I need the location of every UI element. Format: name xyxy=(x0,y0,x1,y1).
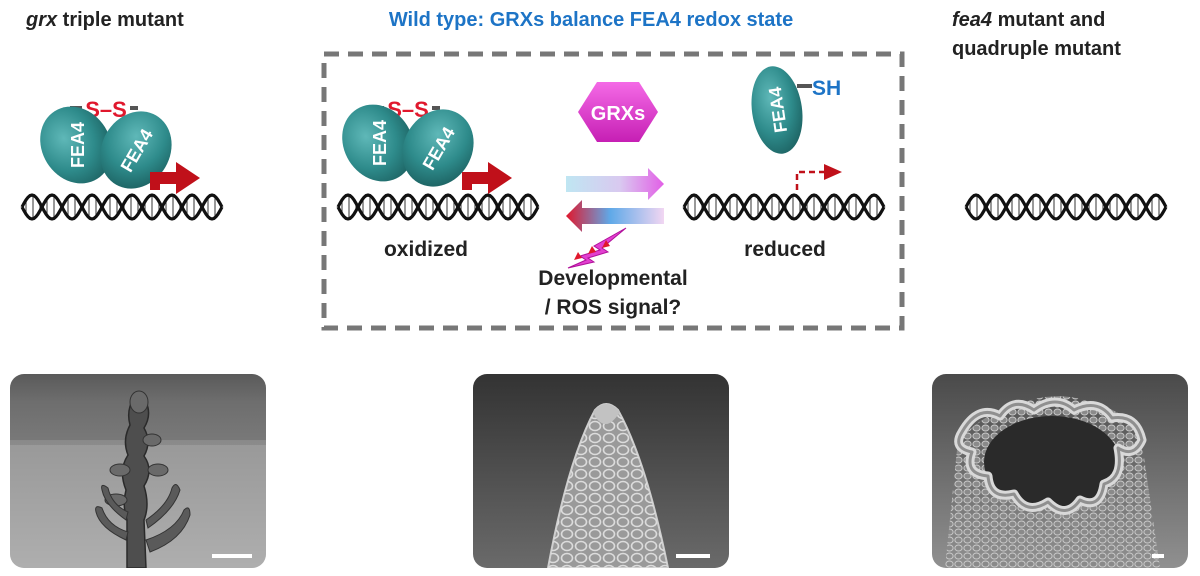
transcription-arrow-active-left xyxy=(150,162,200,194)
dna-helix-oxidized xyxy=(336,193,540,221)
wild-type-dashed-box xyxy=(321,51,905,331)
center-panel-title: Wild type: GRXs balance FEA4 redox state xyxy=(389,9,793,31)
scale-bar xyxy=(212,554,252,558)
dna-helix-reduced xyxy=(682,193,886,221)
sem-image-wild-type xyxy=(473,374,729,568)
oxidized-label: oxidized xyxy=(384,238,468,261)
fea4-dimer-left: S–S FEA4 FEA4 xyxy=(40,97,200,194)
transcription-arrow-active-oxidized xyxy=(462,162,512,194)
fea4-dimer-oxidized: S–S FEA4 FEA4 xyxy=(342,97,512,194)
reduced-label: reduced xyxy=(744,238,826,261)
grxs-label: GRXs xyxy=(591,103,645,125)
thiol-label: SH xyxy=(812,77,841,100)
dna-helix-left xyxy=(20,193,224,221)
fea4-monomer-reduced: FEA4 SH xyxy=(751,66,842,190)
signal-label-line1: Developmental xyxy=(538,267,687,290)
left-panel-title: grx triple mutant xyxy=(25,9,184,31)
fea4-label: FEA4 xyxy=(68,122,88,168)
right-panel-title-line1: fea4 mutant and xyxy=(952,9,1105,31)
dna-strand xyxy=(964,193,1168,221)
lightning-signal-icon xyxy=(567,227,627,269)
dna-helix-right xyxy=(964,193,1168,221)
scale-bar xyxy=(676,554,710,558)
fea4-label: FEA4 xyxy=(370,120,390,166)
right-panel-title-line2: quadruple mutant xyxy=(952,38,1121,60)
oxidation-arrow xyxy=(566,200,664,232)
grxs-enzyme: GRXs xyxy=(578,82,658,142)
dna-strand xyxy=(336,193,540,221)
reduction-arrow xyxy=(566,168,664,200)
scale-bar xyxy=(1152,554,1164,558)
signal-label-line2: / ROS signal? xyxy=(545,296,682,319)
dna-strand xyxy=(682,193,886,221)
sem-image-fea4-quadruple-mutant xyxy=(932,374,1188,568)
dna-strand xyxy=(20,193,224,221)
sem-image-grx-triple-mutant xyxy=(10,374,266,568)
transcription-arrow-weak-reduced xyxy=(824,164,842,180)
